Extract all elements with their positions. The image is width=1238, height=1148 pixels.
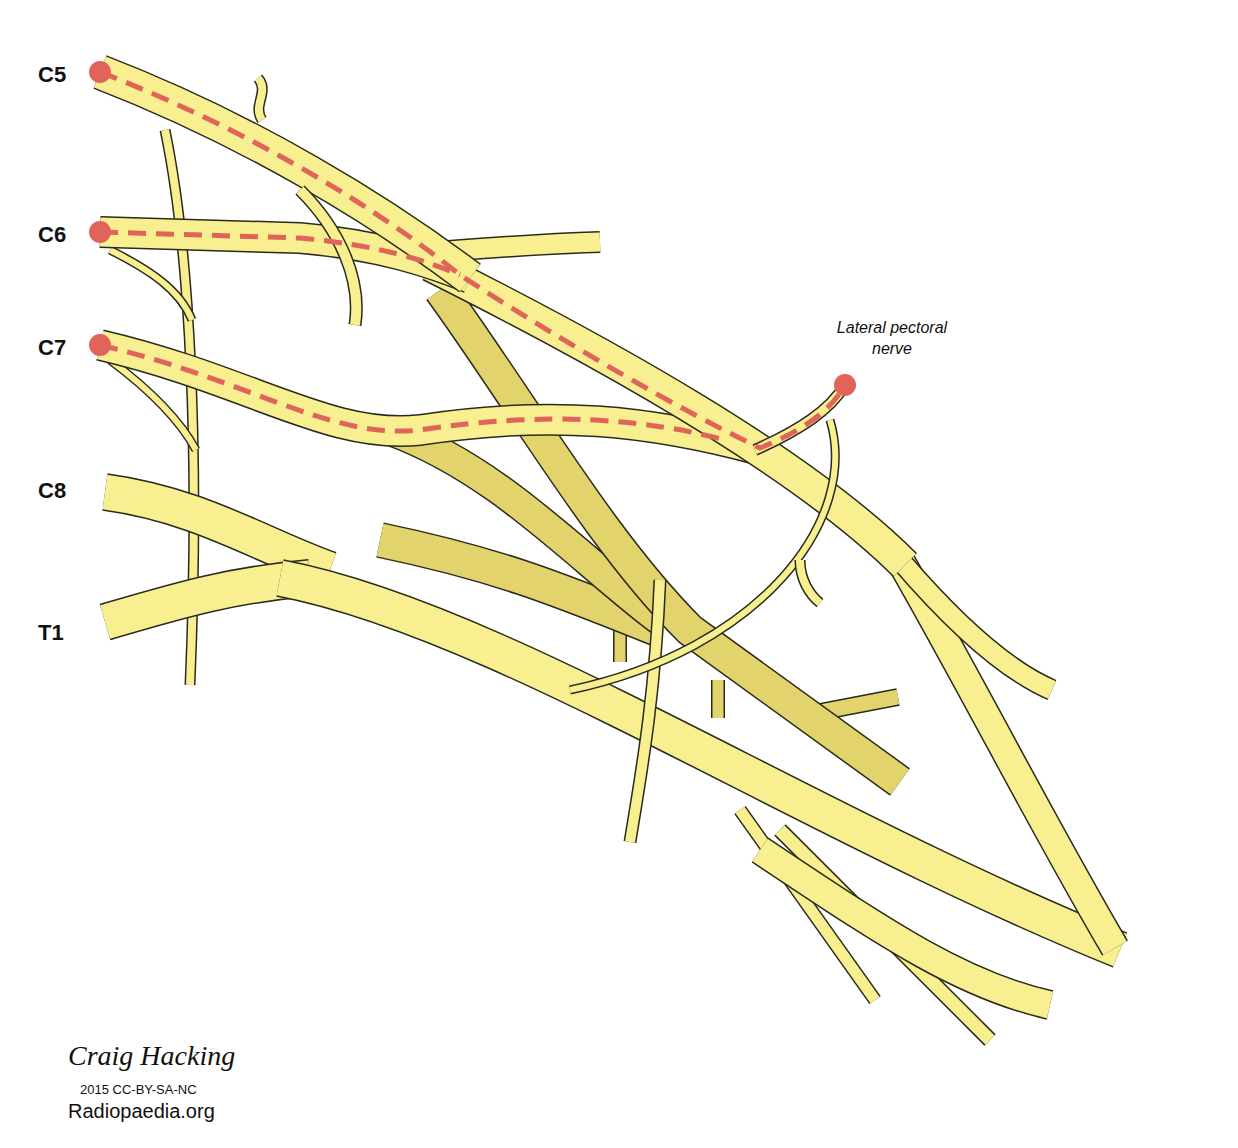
source-watermark: Radiopaedia.org (68, 1100, 215, 1123)
author-signature: Craig Hacking (68, 1040, 235, 1072)
pathway-highlight (89, 61, 856, 448)
license-note: 2015 CC-BY-SA-NC (80, 1082, 197, 1097)
pectoral-nerves (570, 385, 845, 690)
nerve-label: Lateral pectoral nerve (822, 318, 962, 360)
thin-crossing-nerves (630, 580, 660, 842)
root-label: C7 (38, 335, 66, 361)
root-label: C8 (38, 478, 66, 504)
root-label: C6 (38, 222, 66, 248)
root-label: C5 (38, 62, 66, 88)
root-label: T1 (38, 620, 64, 646)
